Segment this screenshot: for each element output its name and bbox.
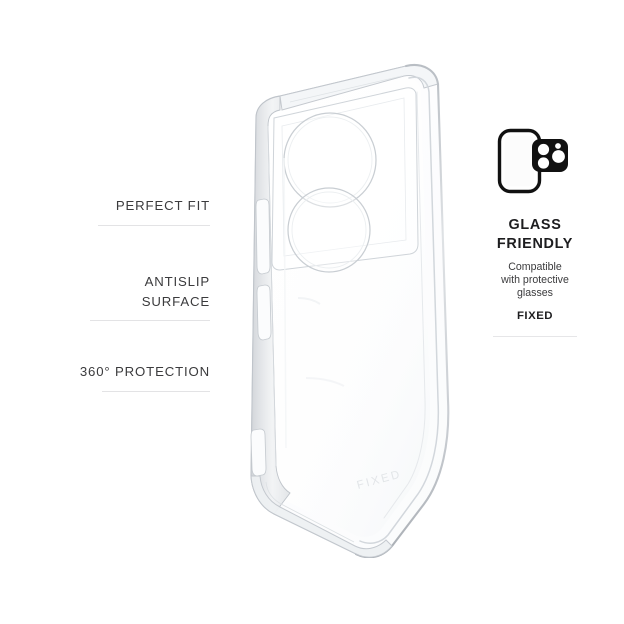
feature-item-perfect-fit: PERFECT FIT bbox=[60, 196, 210, 226]
phone-with-camera-glass-icon bbox=[474, 122, 596, 200]
badge-brand: FIXED bbox=[516, 309, 554, 322]
glass-friendly-badge: GLASS FRIENDLY Compatible with protectiv… bbox=[474, 122, 596, 337]
transparent-phone-case-photo: FIXED bbox=[210, 48, 480, 558]
case-bottom-port-cutout bbox=[250, 428, 267, 477]
feature-divider bbox=[98, 224, 210, 226]
badge-subtitle: Compatible with protective glasses bbox=[501, 261, 569, 300]
camera-cutouts bbox=[283, 112, 377, 273]
feature-divider bbox=[90, 320, 210, 321]
case-side-button-cutouts bbox=[255, 198, 272, 341]
camera-island-panel bbox=[271, 87, 419, 271]
feature-label: 360° PROTECTION bbox=[79, 364, 210, 379]
feature-item-360-protection: 360° PROTECTION bbox=[60, 362, 210, 392]
badge-title: GLASS FRIENDLY bbox=[496, 217, 574, 252]
case-specular-highlights bbox=[283, 157, 345, 449]
feature-divider bbox=[102, 390, 210, 392]
badge-divider bbox=[493, 335, 577, 337]
feature-label: ANTISLIP SURFACE bbox=[141, 274, 210, 309]
case-bottom-edge bbox=[250, 475, 393, 558]
feature-item-antislip-surface: ANTISLIP SURFACE bbox=[60, 272, 210, 321]
feature-label: PERFECT FIT bbox=[115, 198, 210, 213]
